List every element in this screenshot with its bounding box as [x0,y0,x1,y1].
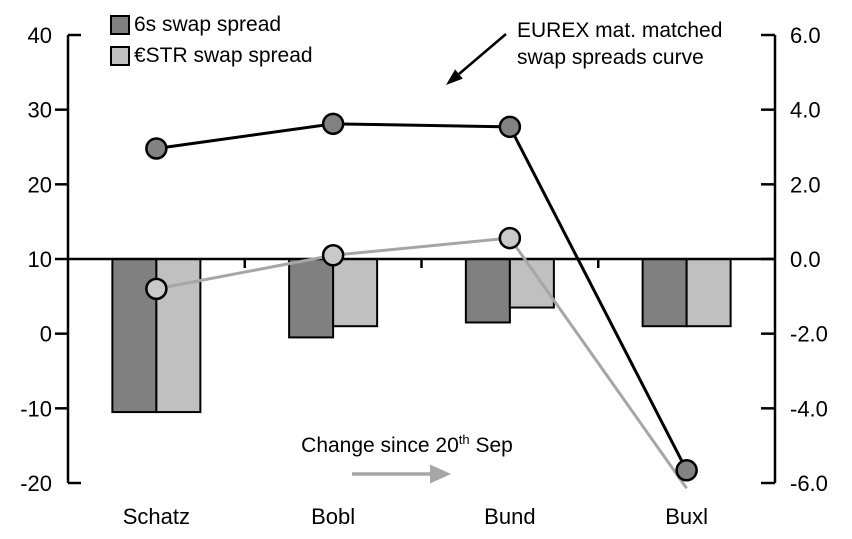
bar-6s-bund [464,258,511,324]
bar-6s-bobl [288,258,335,339]
right-axis-tick-label: -2.0 [790,322,828,347]
legend-swatch-estr-icon [110,46,130,66]
marker-6s-swap-spread-curve-eurex-mat-matched- [498,115,522,139]
left-axis-tick-label: 10 [28,247,52,272]
x-axis-label-schatz: Schatz [123,504,190,529]
bar-estr-bund [508,258,555,309]
marker-6s-swap-spread-curve-eurex-mat-matched- [145,137,168,160]
x-axis-label-bobl: Bobl [311,504,355,529]
right-axis-tick-label: 2.0 [790,172,821,197]
legend-label-estr: €STR swap spread [134,44,313,67]
right-axis-tick-label: 0.0 [790,247,821,272]
legend-item-estr: €STR swap spread [110,43,313,69]
right-axis-tick-label: 6.0 [790,23,821,48]
x-axis-label-bund: Bund [484,504,535,529]
right-axis-tick-label: 4.0 [790,98,821,123]
marker--str-swap-spread-curve-eurex-mat-matched- [145,277,168,301]
marker--str-swap-spread-curve-eurex-mat-matched- [321,244,345,267]
curve-annotation-arrowhead-icon [446,69,463,85]
change-arrowhead-icon [430,464,451,484]
left-axis-tick-label: 20 [28,172,52,197]
bar-6s-buxl [641,258,688,328]
change-annotation-sup: th [458,432,470,447]
change-annotation-prefix: Change since 20 [301,434,459,457]
marker-6s-swap-spread-curve-eurex-mat-matched- [675,459,698,482]
change-annotation: Change since 20th Sep [282,432,532,458]
left-axis-tick-label: -10 [20,396,52,421]
right-axis-tick-label: -4.0 [790,396,828,421]
bar-estr-buxl [685,258,732,328]
line-6s-swap-spread-curve-eurex-mat-matched- [156,122,688,471]
marker--str-swap-spread-curve-eurex-mat-matched- [498,226,522,250]
curve-annotation: EUREX mat. matched swap spreads curve [517,17,722,71]
curve-annotation-line2: swap spreads curve [517,46,704,69]
x-axis-label-buxl: Buxl [665,504,708,529]
left-axis-tick-label: -20 [20,471,52,496]
change-annotation-suffix: Sep [469,434,513,457]
left-axis-tick-label: 40 [28,23,52,48]
line--str-swap-spread-curve-eurex-mat-matched- [156,236,688,490]
legend-label-6s: 6s swap spread [134,13,282,36]
legend-item-6s: 6s swap spread [110,12,313,38]
curve-annotation-arrow-icon [458,33,507,75]
legend-swatch-6s-icon [110,15,130,35]
marker-6s-swap-spread-curve-eurex-mat-matched- [321,112,345,136]
legend: 6s swap spread €STR swap spread [110,12,313,69]
bar-estr-bobl [332,258,379,328]
right-axis-tick-label: -6.0 [790,471,828,496]
curve-annotation-line1: EUREX mat. matched [517,19,723,42]
left-axis-tick-label: 30 [28,98,52,123]
left-axis-tick-label: 0 [40,322,52,347]
